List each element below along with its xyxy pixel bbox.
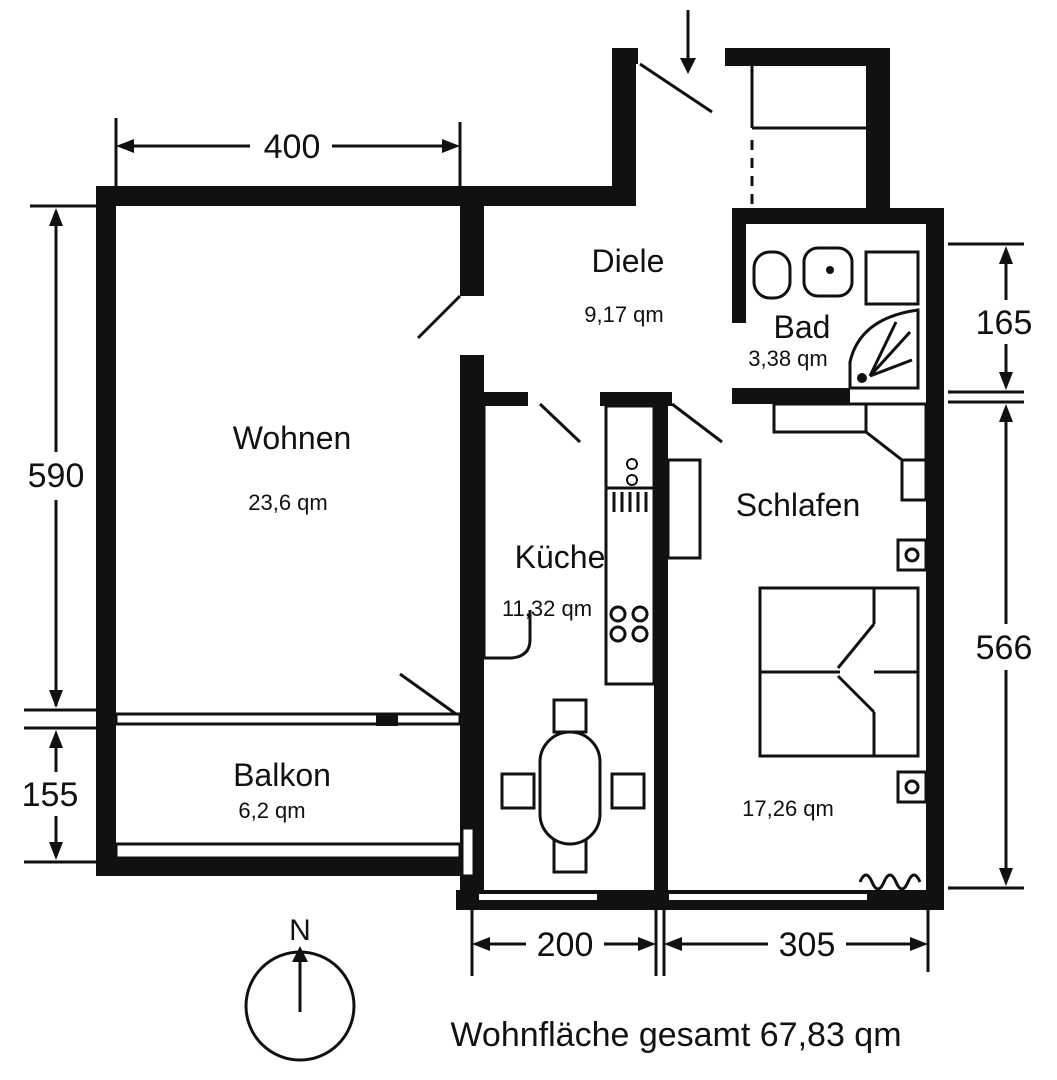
room-name-diele: Diele bbox=[592, 243, 665, 279]
room-area-schlafen: 17,26 qm bbox=[742, 796, 834, 821]
room-area-kueche: 11,32 qm bbox=[502, 596, 592, 621]
walls bbox=[96, 48, 944, 910]
room-name-kueche: Küche bbox=[515, 539, 606, 575]
entrance-arrow-icon bbox=[680, 10, 696, 74]
dimension-top: 400 bbox=[264, 128, 321, 166]
total-area-label: Wohnfläche gesamt 67,83 qm bbox=[450, 1016, 901, 1054]
room-area-bad: 3,38 qm bbox=[748, 346, 828, 371]
double-bed bbox=[758, 538, 928, 891]
room-area-balkon: 6,2 qm bbox=[238, 798, 305, 823]
dimension-lines bbox=[24, 118, 1024, 976]
dining-table bbox=[500, 698, 646, 874]
room-name-balkon: Balkon bbox=[233, 757, 331, 793]
room-area-wohnen: 23,6 qm bbox=[248, 490, 328, 515]
dimension-labels: 400 590 155 165 566 200 305 bbox=[22, 128, 1033, 964]
room-name-wohnen: Wohnen bbox=[233, 420, 352, 456]
bathroom-fixtures bbox=[752, 246, 920, 390]
wardrobe bbox=[772, 402, 928, 502]
dimension-right-upper: 165 bbox=[976, 304, 1033, 342]
compass-icon bbox=[244, 946, 356, 1062]
kitchen-counter bbox=[604, 404, 702, 686]
dimension-right-lower: 566 bbox=[976, 629, 1033, 667]
room-name-schlafen: Schlafen bbox=[736, 487, 861, 523]
room-name-bad: Bad bbox=[774, 309, 831, 345]
compass-north-label: N bbox=[289, 914, 311, 947]
doors bbox=[399, 62, 723, 716]
dimension-left-upper: 590 bbox=[28, 457, 85, 495]
dimension-left-lower: 155 bbox=[22, 776, 79, 814]
room-area-diele: 9,17 qm bbox=[584, 302, 664, 327]
room-labels: Wohnen 23,6 qm Diele 9,17 qm Bad 3,38 qm… bbox=[233, 243, 861, 823]
windows bbox=[114, 64, 869, 902]
dimension-bottom-left: 200 bbox=[537, 926, 594, 964]
dimension-bottom-right: 305 bbox=[779, 926, 836, 964]
